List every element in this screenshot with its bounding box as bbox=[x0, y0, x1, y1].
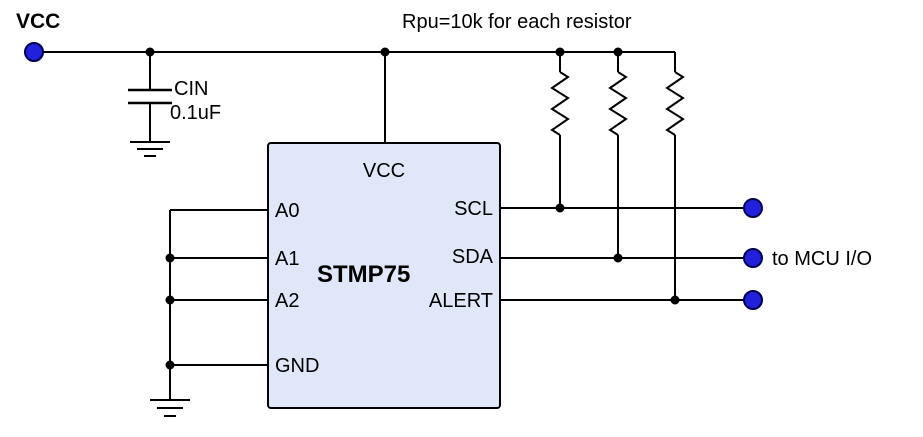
mcu-io-label: to MCU I/O bbox=[772, 248, 872, 270]
pin-label-scl: SCL bbox=[454, 198, 493, 220]
pin-label-a0: A0 bbox=[275, 200, 299, 222]
junction-dot bbox=[380, 47, 390, 57]
rpu-note-label: Rpu=10k for each resistor bbox=[402, 11, 632, 33]
junction-dot bbox=[670, 295, 680, 305]
vcc-source-label: VCC bbox=[16, 10, 60, 33]
pullup-resistor-alert bbox=[665, 52, 685, 300]
junction-dot bbox=[555, 47, 565, 57]
junction-dot bbox=[613, 253, 623, 263]
capacitor-value-label: 0.1uF bbox=[170, 102, 221, 124]
pin-label-sda: SDA bbox=[452, 246, 494, 268]
vcc-terminal bbox=[24, 42, 44, 62]
pullup-resistor-scl bbox=[550, 52, 570, 208]
pin-label-a2: A2 bbox=[275, 290, 299, 312]
junction-dot bbox=[165, 253, 175, 263]
chip-body bbox=[267, 142, 501, 409]
sda-terminal bbox=[743, 248, 763, 268]
junction-dot bbox=[165, 360, 175, 370]
pin-label-a1: A1 bbox=[275, 248, 299, 270]
capacitor-name-label: CIN bbox=[174, 78, 208, 100]
junction-dot bbox=[165, 295, 175, 305]
scl-terminal bbox=[743, 198, 763, 218]
pullup-resistor-sda bbox=[608, 52, 628, 258]
alert-terminal bbox=[743, 290, 763, 310]
junction-dot bbox=[555, 203, 565, 213]
chip-name-label: STMP75 bbox=[317, 261, 410, 288]
pin-label-alert: ALERT bbox=[429, 290, 493, 312]
chip-ground-icon bbox=[150, 399, 190, 417]
pin-label-gnd: GND bbox=[275, 355, 319, 377]
junction-dot bbox=[613, 47, 623, 57]
pin-label-vcc: VCC bbox=[363, 160, 405, 182]
capacitor-ground-icon bbox=[130, 141, 170, 157]
junction-dot bbox=[145, 47, 155, 57]
